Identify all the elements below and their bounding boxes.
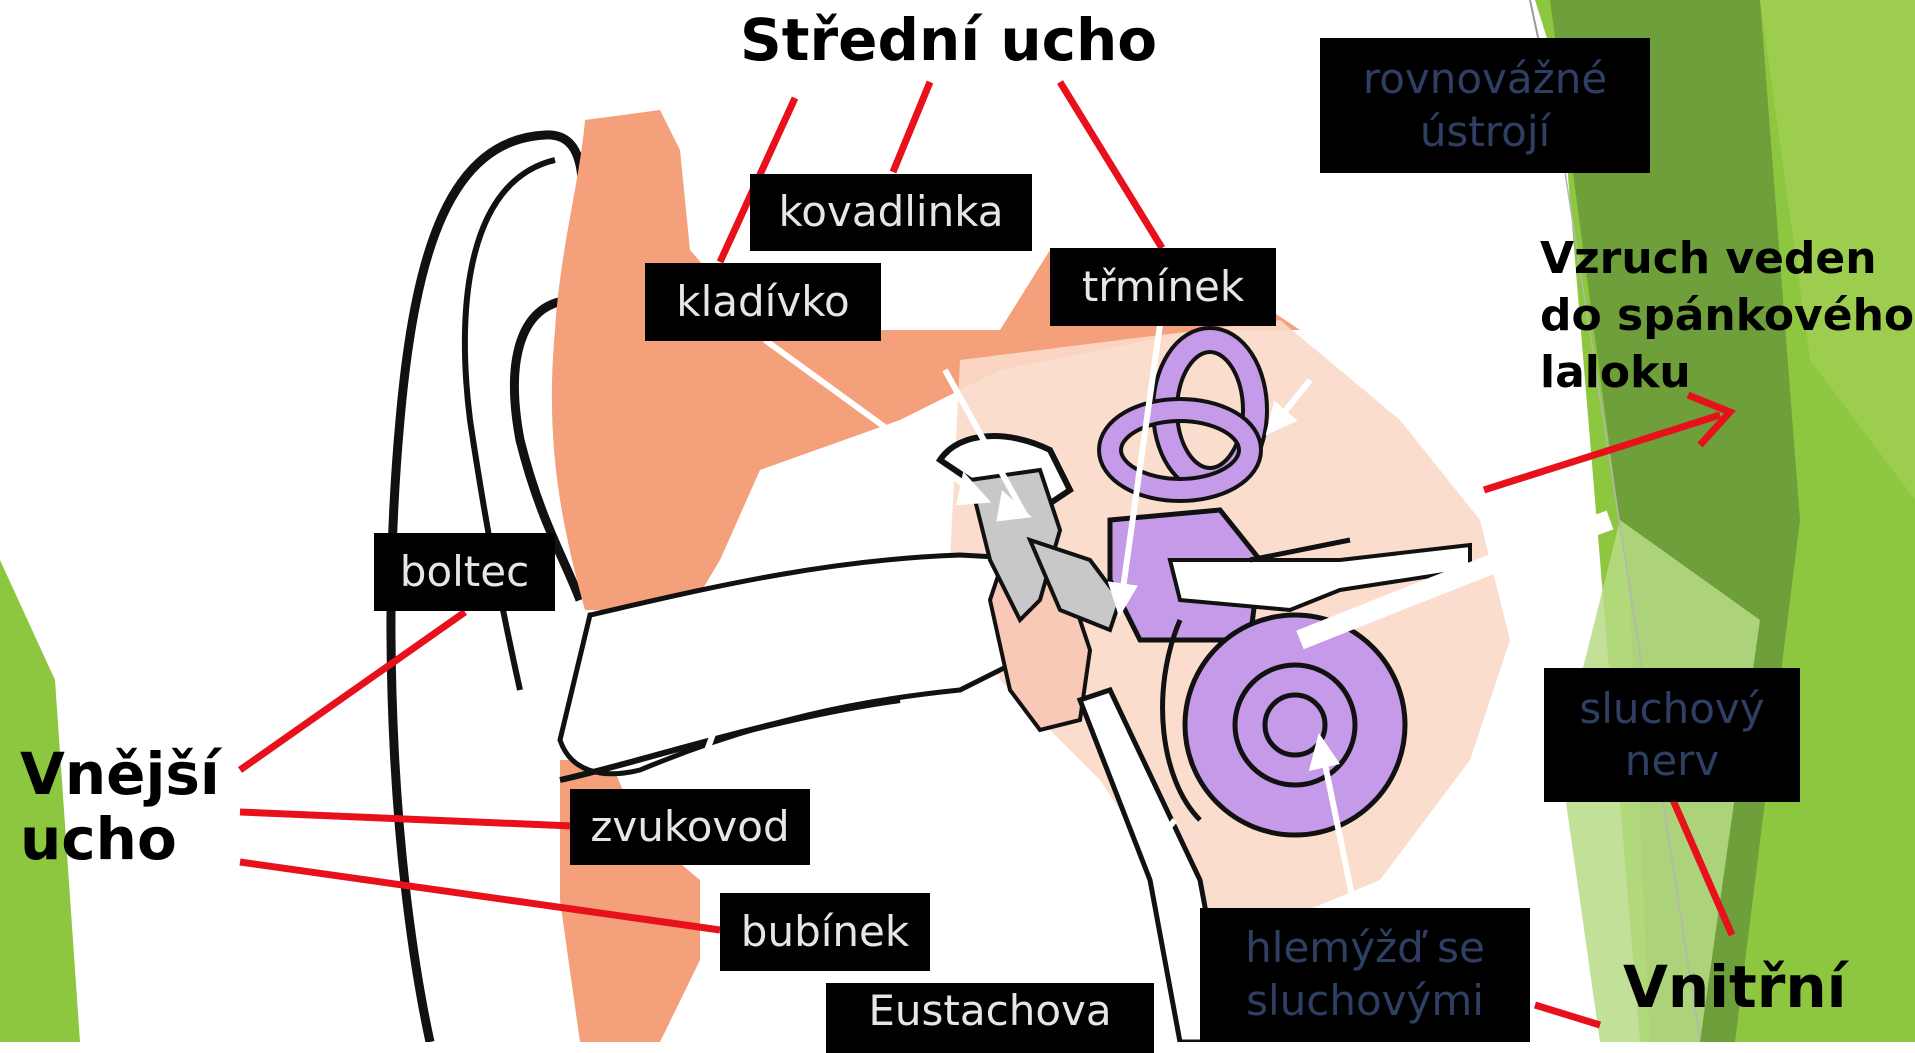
impulse-heading-line-2: do spánkového (1540, 287, 1914, 344)
label-zvukovod: zvukovod (570, 789, 810, 865)
middle-ear-heading: Střední ucho (740, 8, 1157, 73)
label-hlemyzd-line-2: sluchovými (1246, 975, 1484, 1028)
impulse-heading-line-1: Vzruch veden (1540, 230, 1914, 287)
impulse-heading: Vzruch veden do spánkového laloku (1540, 230, 1914, 402)
label-kladivko: kladívko (645, 263, 881, 341)
label-sluchovy-nerv: sluchový nerv (1544, 668, 1800, 802)
outer-ear-heading: Vnější ucho (20, 742, 220, 872)
label-rovnovazne-ustroji: rovnovážné ústrojí (1320, 38, 1650, 173)
label-eustachova: Eustachova (826, 983, 1154, 1053)
label-rovnovazne-line-1: rovnovážné (1363, 53, 1607, 106)
label-hlemyzd: hlemýžď se sluchovými (1200, 908, 1530, 1042)
label-boltec: boltec (374, 533, 555, 611)
impulse-heading-line-3: laloku (1540, 344, 1914, 401)
outer-ear-heading-line-2: ucho (20, 807, 220, 872)
label-trminek: třmínek (1050, 248, 1276, 326)
label-kovadlinka: kovadlinka (750, 174, 1032, 251)
outer-ear-heading-line-1: Vnější (20, 742, 220, 807)
inner-ear-heading: Vnitřní (1623, 955, 1847, 1020)
label-rovnovazne-line-2: ústrojí (1420, 106, 1550, 159)
label-bubinek: bubínek (720, 893, 930, 971)
label-sluchovy-nerv-line-2: nerv (1625, 735, 1720, 788)
label-sluchovy-nerv-line-1: sluchový (1579, 683, 1764, 736)
label-hlemyzd-line-1: hlemýžď se (1245, 922, 1485, 975)
